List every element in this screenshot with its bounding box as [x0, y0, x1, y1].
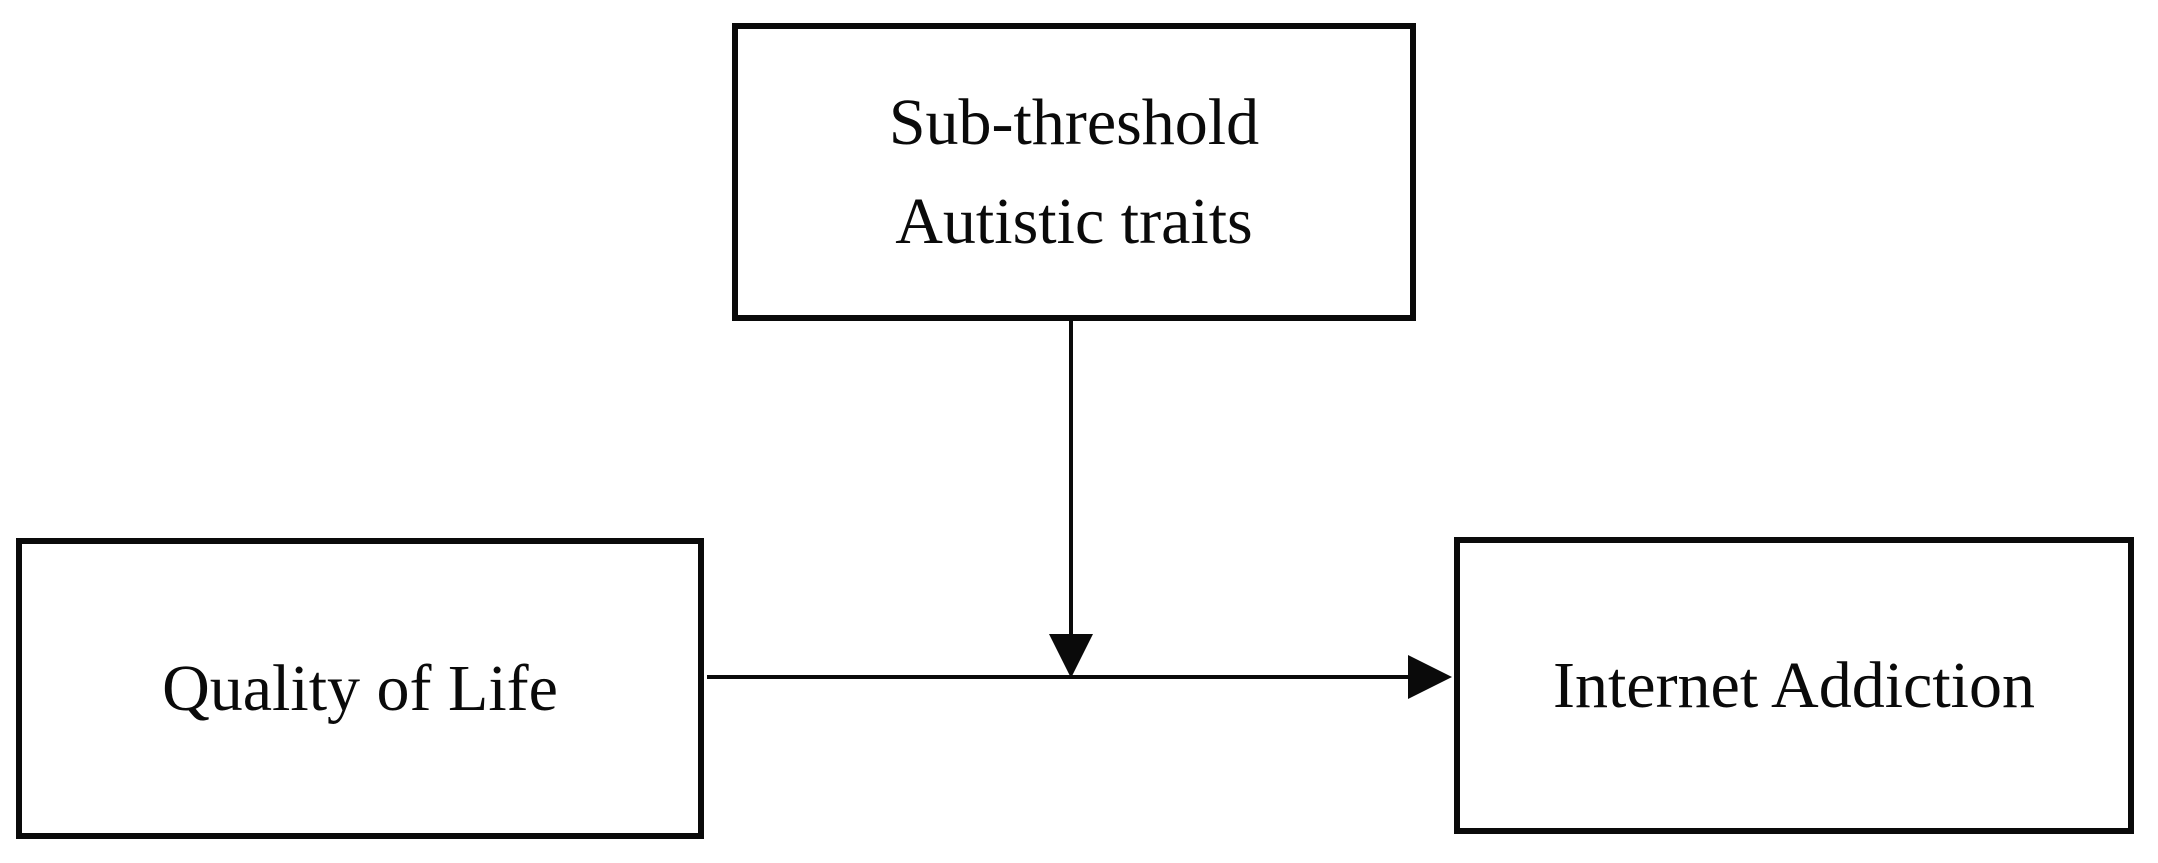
arrowhead-right-icon: [1408, 655, 1452, 699]
node-label: Quality of Life: [162, 652, 558, 725]
node-internet-addiction: Internet Addiction: [1454, 537, 2134, 834]
node-label: Internet Addiction: [1552, 649, 2036, 722]
node-quality-of-life: Quality of Life: [16, 538, 704, 839]
node-label-line-1: Sub-threshold: [888, 86, 1260, 159]
arrow-moderator-to-path-line: [1069, 320, 1073, 640]
node-label-line-2: Autistic traits: [895, 185, 1253, 258]
node-subthreshold-autistic-traits: Sub-threshold Autistic traits: [732, 23, 1416, 321]
arrowhead-down-icon: [1049, 634, 1093, 678]
